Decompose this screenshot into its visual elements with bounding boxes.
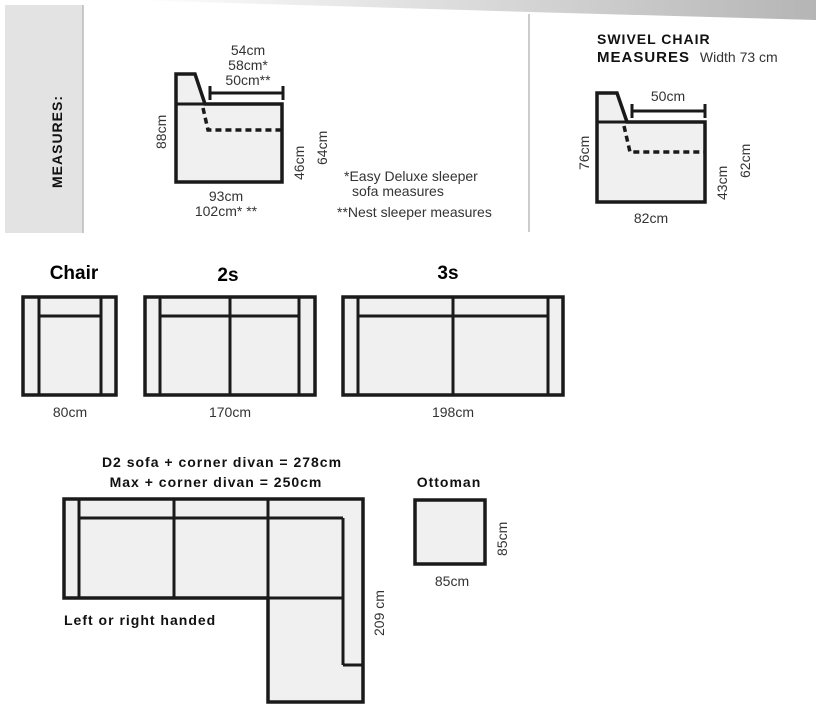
module-label-chair: Chair [50,263,99,284]
note-nest: **Nest sleeper measures [337,204,492,220]
swivel-width-note: Width 73 cm [700,49,778,65]
height-seat-label: 46cm [291,146,307,180]
swivel-title-2: MEASURES Width 73 cm [597,49,778,66]
swivel-depth-label: 50cm [651,88,685,104]
measures-side-panel [5,5,83,233]
ottoman-label: Ottoman [417,474,482,490]
module-width-2s: 170cm [209,404,251,420]
ottoman-width-label: 85cm [435,573,469,589]
module-3s-plan [341,295,565,397]
note-easy-deluxe-2: sofa measures [352,183,444,199]
module-width-chair: 80cm [53,404,87,420]
top-banner-strip [130,0,816,20]
depth-label-1: 54cm [231,42,265,58]
sofa-depth-bracket [208,86,285,100]
corner-divan-plan [62,497,365,704]
measures-side-label: MEASURES: [49,95,65,188]
note-easy-deluxe: *Easy Deluxe sleeper [344,168,478,184]
swivel-height-seat-label: 43cm [714,166,730,200]
sofa-side-profile [174,72,284,184]
corner-line-1: D2 sofa + corner divan = 278cm [102,454,342,470]
module-label-2s: 2s [217,265,238,286]
module-2s-plan [143,295,317,397]
corner-line-2: Max + corner divan = 250cm [110,474,323,490]
depth-label-3: 50cm** [225,72,271,88]
height-back-label: 88cm [153,115,169,149]
swivel-title-measures: MEASURES [597,49,690,66]
ottoman-plan [413,498,487,566]
module-width-3s: 198cm [432,404,474,420]
width-alt-label: 102cm* ** [195,203,258,219]
width-primary-label: 93cm [209,188,243,204]
chaise-length-label: 209 cm [371,590,387,636]
module-chair-plan [21,295,118,397]
swivel-width-label: 82cm [634,210,668,226]
handed-note: Left or right handed [64,612,216,628]
swivel-height-back-label: 76cm [576,136,592,170]
ottoman-depth-label: 85cm [494,522,510,556]
height-arm-label: 64cm [314,131,330,165]
swivel-height-arm-label: 62cm [737,144,753,178]
module-label-3s: 3s [437,263,458,284]
swivel-title-1: SWIVEL CHAIR [597,31,711,47]
swivel-depth-bracket [630,104,707,118]
depth-label-2: 58cm* [228,57,268,73]
swivel-side-profile [595,91,707,204]
